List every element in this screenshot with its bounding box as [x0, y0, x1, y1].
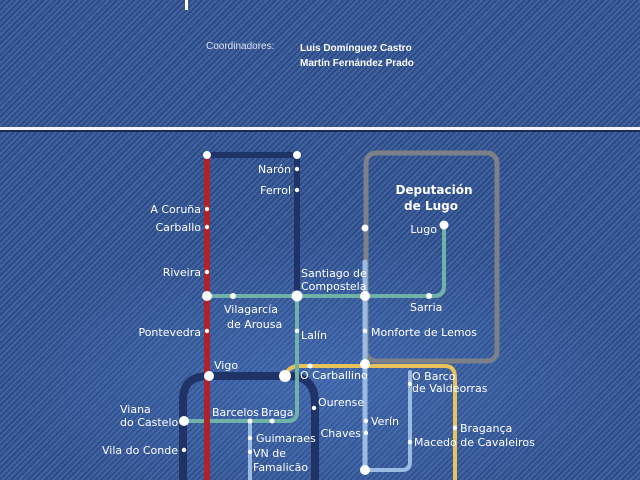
station-label: Macedo de Cavaleiros [414, 436, 535, 449]
station-label: Viana [120, 403, 151, 416]
station-label: Vigo [214, 359, 238, 372]
station-label: Santiago de [301, 267, 367, 280]
station-label: O Carballino [300, 369, 368, 382]
map-background [0, 230, 640, 480]
station-label: do Castelo [120, 416, 178, 429]
station-label: O Barco [412, 370, 456, 383]
station-label: Lugo [410, 223, 437, 236]
station-label: Pontevedra [138, 326, 201, 339]
station-label: Famalicão [253, 461, 308, 474]
coordinator-name: Luis Domínguez Castro [300, 43, 412, 54]
station-label: Sarria [410, 301, 442, 314]
stations [179, 151, 458, 475]
station-label: Compostela [301, 280, 366, 293]
divider [0, 127, 640, 132]
yellow-line [283, 364, 457, 480]
station-label: Ferrol [260, 184, 291, 197]
box-title: Deputación [395, 183, 472, 197]
station-label: VN de [253, 447, 286, 460]
station-label: Bragança [460, 422, 512, 435]
station-label: Ourense [318, 396, 364, 409]
station-label: Verín [371, 415, 399, 428]
station-label: Chaves [321, 427, 362, 440]
station-label: Vila do Conde [102, 444, 178, 457]
station-label: Lalín [301, 329, 327, 342]
station-label: Barcelos [212, 406, 259, 419]
station-label: Guimaraes [256, 432, 316, 445]
coordinators-names: Luis Domínguez Castro Martín Fernández P… [300, 41, 414, 71]
title-fragment [185, 0, 188, 10]
teal-line [205, 223, 446, 298]
station-label: A Coruña [150, 203, 201, 216]
station-label: de Arousa [227, 318, 282, 331]
navy-line-south [179, 372, 319, 480]
lugo-box [363, 150, 500, 364]
box-title: de Lugo [404, 199, 458, 213]
station-label: Monforte de Lemos [371, 326, 477, 339]
station-label: Braga [261, 406, 294, 419]
station-label: de Valdeorras [412, 382, 488, 395]
navy-line-north [204, 152, 300, 299]
lightblue-line-2 [363, 370, 412, 472]
teal-line-south [188, 294, 299, 423]
cover-header: Coordinadores: Luis Domínguez Castro Mar… [0, 0, 640, 128]
coordinator-name: Martín Fernández Prado [300, 58, 414, 69]
station-label: Narón [258, 163, 291, 176]
station-label: Carballo [155, 221, 201, 234]
station-label: Riveira [163, 266, 201, 279]
coordinators-label: Coordinadores: [206, 41, 275, 52]
station-label: Vilagarcía [224, 303, 278, 316]
